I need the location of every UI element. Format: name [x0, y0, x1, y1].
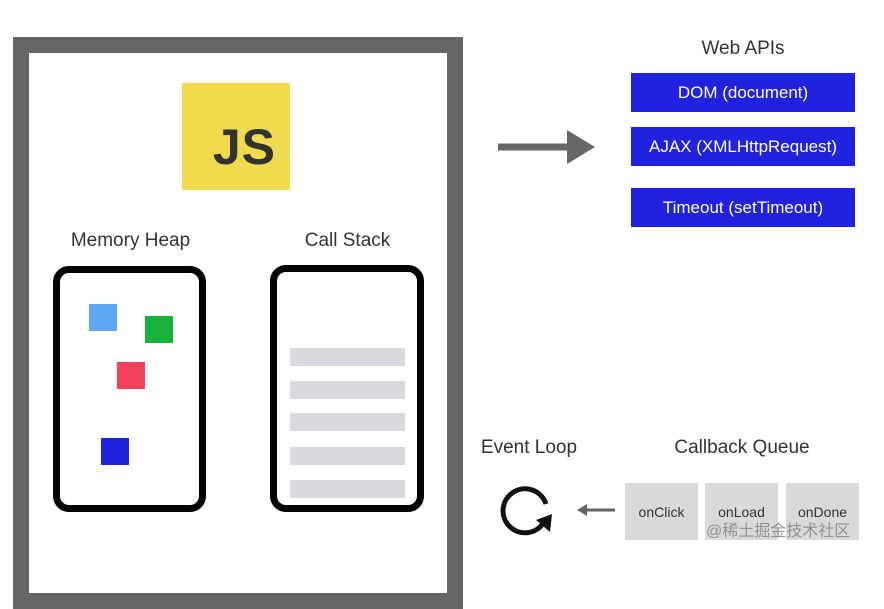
stack-frame	[290, 447, 405, 465]
arrow-right-icon	[498, 130, 595, 164]
call-stack-label: Call Stack	[304, 230, 391, 251]
heap-object	[145, 316, 173, 343]
js-logo: JS	[182, 83, 290, 190]
stack-frame	[290, 480, 405, 498]
queue-item-onclick: onClick	[625, 483, 698, 540]
stack-frame	[290, 381, 405, 399]
queue-item-ondone: onDone	[786, 483, 859, 540]
web-api-ajax: AJAX (XMLHttpRequest)	[631, 127, 855, 166]
loop-icon	[500, 486, 552, 536]
stack-frame	[290, 413, 405, 431]
memory-heap-label: Memory Heap	[70, 230, 191, 251]
memory-heap-box	[53, 266, 206, 512]
event-loop-title: Event Loop	[480, 437, 578, 458]
web-api-timeout: Timeout (setTimeout)	[631, 188, 855, 227]
web-apis-title: Web APIs	[701, 38, 785, 59]
arrow-left-icon	[577, 504, 615, 516]
callback-queue-title: Callback Queue	[674, 437, 810, 458]
web-api-dom: DOM (document)	[631, 73, 855, 112]
watermark: @稀土掘金技术社区	[706, 523, 851, 540]
heap-object	[89, 304, 117, 331]
queue-item-onload: onLoad	[705, 483, 778, 540]
heap-object	[101, 438, 129, 465]
call-stack-box	[270, 265, 424, 512]
stack-frame	[290, 348, 405, 366]
heap-object	[117, 362, 145, 389]
